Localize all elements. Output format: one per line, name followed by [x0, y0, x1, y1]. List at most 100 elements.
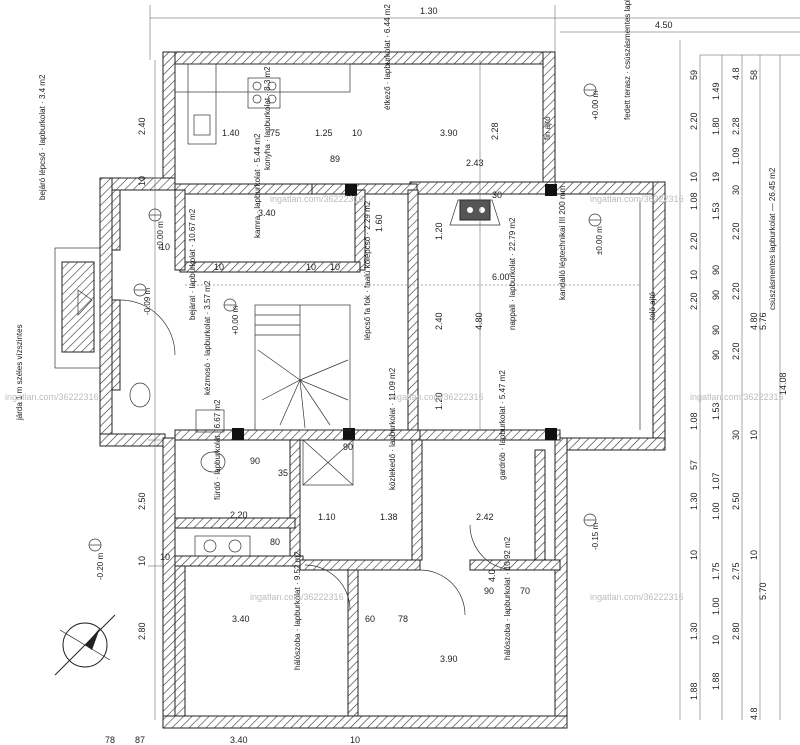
right-col1-8: 57	[689, 460, 699, 470]
level-marker: -0.15 m	[583, 513, 600, 550]
right-col1-7: 1.08	[689, 412, 699, 430]
right-col2-9: 1.07	[711, 472, 721, 490]
int-dim-14: 1.20	[434, 392, 444, 410]
door-swings	[119, 299, 516, 616]
int-dim-20: 90	[343, 442, 353, 452]
left-dim-5: 2.80	[137, 622, 147, 640]
right-col2-3: 1.53	[711, 202, 721, 220]
right-col2-0: 1.49	[711, 82, 721, 100]
kitchen-counter	[174, 63, 351, 145]
left-dim-4: 10	[137, 556, 147, 566]
room-kulso-lepcso: járda 1 m széles vízszintes	[15, 324, 24, 421]
right-col1-11: 1.30	[689, 622, 699, 640]
watermark: ingatlan.com/36222316	[250, 592, 344, 602]
exterior-walls	[99, 51, 666, 729]
right-col1-4: 2.20	[689, 232, 699, 250]
right-col2-11: 1.75	[711, 562, 721, 580]
room-labels: étkező · lapburkolat · 6.44 m2 konyha · …	[15, 0, 777, 670]
level-marker: ±0.00 m	[588, 213, 604, 255]
right-col2-14: 1.88	[711, 672, 721, 690]
right-col3-9: 2.75	[731, 562, 741, 580]
int-dim-28: 4.0	[487, 569, 497, 582]
int-dim-32: 3.90	[440, 654, 458, 664]
right-col3-10: 2.80	[731, 622, 741, 640]
level-marker: +0.00 m	[583, 83, 600, 120]
room-tolo-ajto: toló ajtó	[648, 291, 657, 320]
right-col1-3: 1.08	[689, 192, 699, 210]
bottom-dim-4: 10	[350, 735, 360, 745]
right-col1-10: 10	[689, 550, 699, 560]
int-dim-34: 10	[160, 242, 170, 252]
level-marker: ±0.00 m	[148, 208, 165, 250]
right-col3-4: 2.20	[731, 222, 741, 240]
right-col4-0: 58	[749, 70, 759, 80]
entrance-porch	[54, 247, 101, 369]
svg-text:+0.00 m: +0.00 m	[591, 91, 600, 120]
level-markers: +0.00 m ±0.00 m +0.00 m ±0.00 m -0.15 m …	[88, 83, 604, 580]
int-dim-4: 3.90	[440, 128, 458, 138]
room-gardrob: gardrób · lapburkolat · 5.47 m2	[498, 370, 507, 480]
int-dim-15: 10	[306, 262, 316, 272]
watermark: ingatlan.com/36222316	[5, 392, 99, 402]
int-dim-13: 4.80	[474, 312, 484, 330]
room-furdo: fürdő · lapburkolat · 6.67 m2	[213, 399, 222, 500]
right-col1-1: 2.20	[689, 112, 699, 130]
int-dim-1: 75	[270, 128, 280, 138]
interior-dimensions: 1.40 75 1.25 10 3.90 2.28 89 2.43 3.40 1…	[160, 122, 530, 664]
top-dim-2: 4.50	[655, 20, 673, 30]
room-lepcso: lépcső fa fok · faalú kőlépcső · 2.29 m2	[363, 200, 372, 340]
right-col1-2: 10	[689, 172, 699, 182]
svg-text:-0.20 m: -0.20 m	[96, 553, 105, 580]
left-dim-3: 2.50	[137, 492, 147, 510]
left-dim-1: 2.40	[137, 117, 147, 135]
int-dim-23: 2.42	[476, 512, 494, 522]
bottom-dimensions: 78 87 3.40 10	[105, 735, 360, 745]
north-arrow-icon	[54, 614, 116, 676]
room-bejaro-lepcso: bejáró lépcső · lapburkolat · 3.4 m2	[38, 74, 47, 200]
svg-text:±0.00 m: ±0.00 m	[595, 226, 604, 255]
room-csuszas-terasz: csúszásmentes lapburkolat — 26.45 m2	[768, 167, 777, 310]
int-dim-2: 1.25	[315, 128, 333, 138]
right-col4-6: 14.08	[778, 372, 788, 395]
right-col4-1: 4.80	[749, 312, 759, 330]
right-col1-0: 59	[689, 70, 699, 80]
right-col2-5: 90	[711, 290, 721, 300]
watermark: ingatlan.com/36222316	[390, 392, 484, 402]
right-col2-4: 90	[711, 265, 721, 275]
top-dim-1: 1.30	[420, 6, 438, 16]
int-dim-19: 90	[250, 456, 260, 466]
watermark: ingatlan.com/36222316	[590, 194, 684, 204]
fireplace	[449, 199, 501, 226]
int-dim-16: 10	[330, 262, 340, 272]
int-dim-9: 1.60	[374, 214, 384, 232]
right-col3-8: 2.50	[731, 492, 741, 510]
svg-text:-0.09 m: -0.09 m	[143, 288, 152, 315]
level-marker: -0.20 m	[88, 538, 105, 580]
bottom-dim-3: 3.40	[230, 735, 248, 745]
right-col3-5: 2.20	[731, 282, 741, 300]
right-dimensions: 59 2.20 10 1.08 2.20 10 2.20 1.08 57 1.3…	[689, 55, 788, 720]
right-col2-12: 1.00	[711, 597, 721, 615]
int-dim-0: 1.40	[222, 128, 240, 138]
right-col4-3: 5.76	[758, 312, 768, 330]
int-dim-7: 2.43	[466, 158, 484, 168]
watermark: ingatlan.com/36222316	[270, 194, 364, 204]
room-bejarat: bejárat · lapburkolat · 10.67 m2	[188, 208, 197, 320]
int-dim-29: 60	[365, 614, 375, 624]
int-dim-3: 10	[352, 128, 362, 138]
room-fin-ajto: fin ajtó	[543, 116, 552, 140]
room-nappali: nappali · lapburkolat · 22.79 m2	[508, 217, 517, 330]
right-col3-6: 2.20	[731, 342, 741, 360]
interior-walls	[111, 183, 561, 717]
right-col3-2: 1.09	[731, 147, 741, 165]
level-marker: -0.09 m	[133, 283, 152, 315]
right-col4-5: 5.70	[758, 582, 768, 600]
right-col1-6: 2.20	[689, 292, 699, 310]
room-kandallo: kandalló légtechnikai III 200 mm	[558, 185, 567, 300]
left-dimensions: 2.40 10 2.50 10 2.80	[137, 60, 162, 720]
int-dim-18: 35	[278, 468, 288, 478]
right-col1-5: 10	[689, 270, 699, 280]
watermark: ingatlan.com/36222316	[690, 392, 784, 402]
room-wc: kézmosó · lapburkolat · 3.57 m2	[203, 280, 212, 395]
